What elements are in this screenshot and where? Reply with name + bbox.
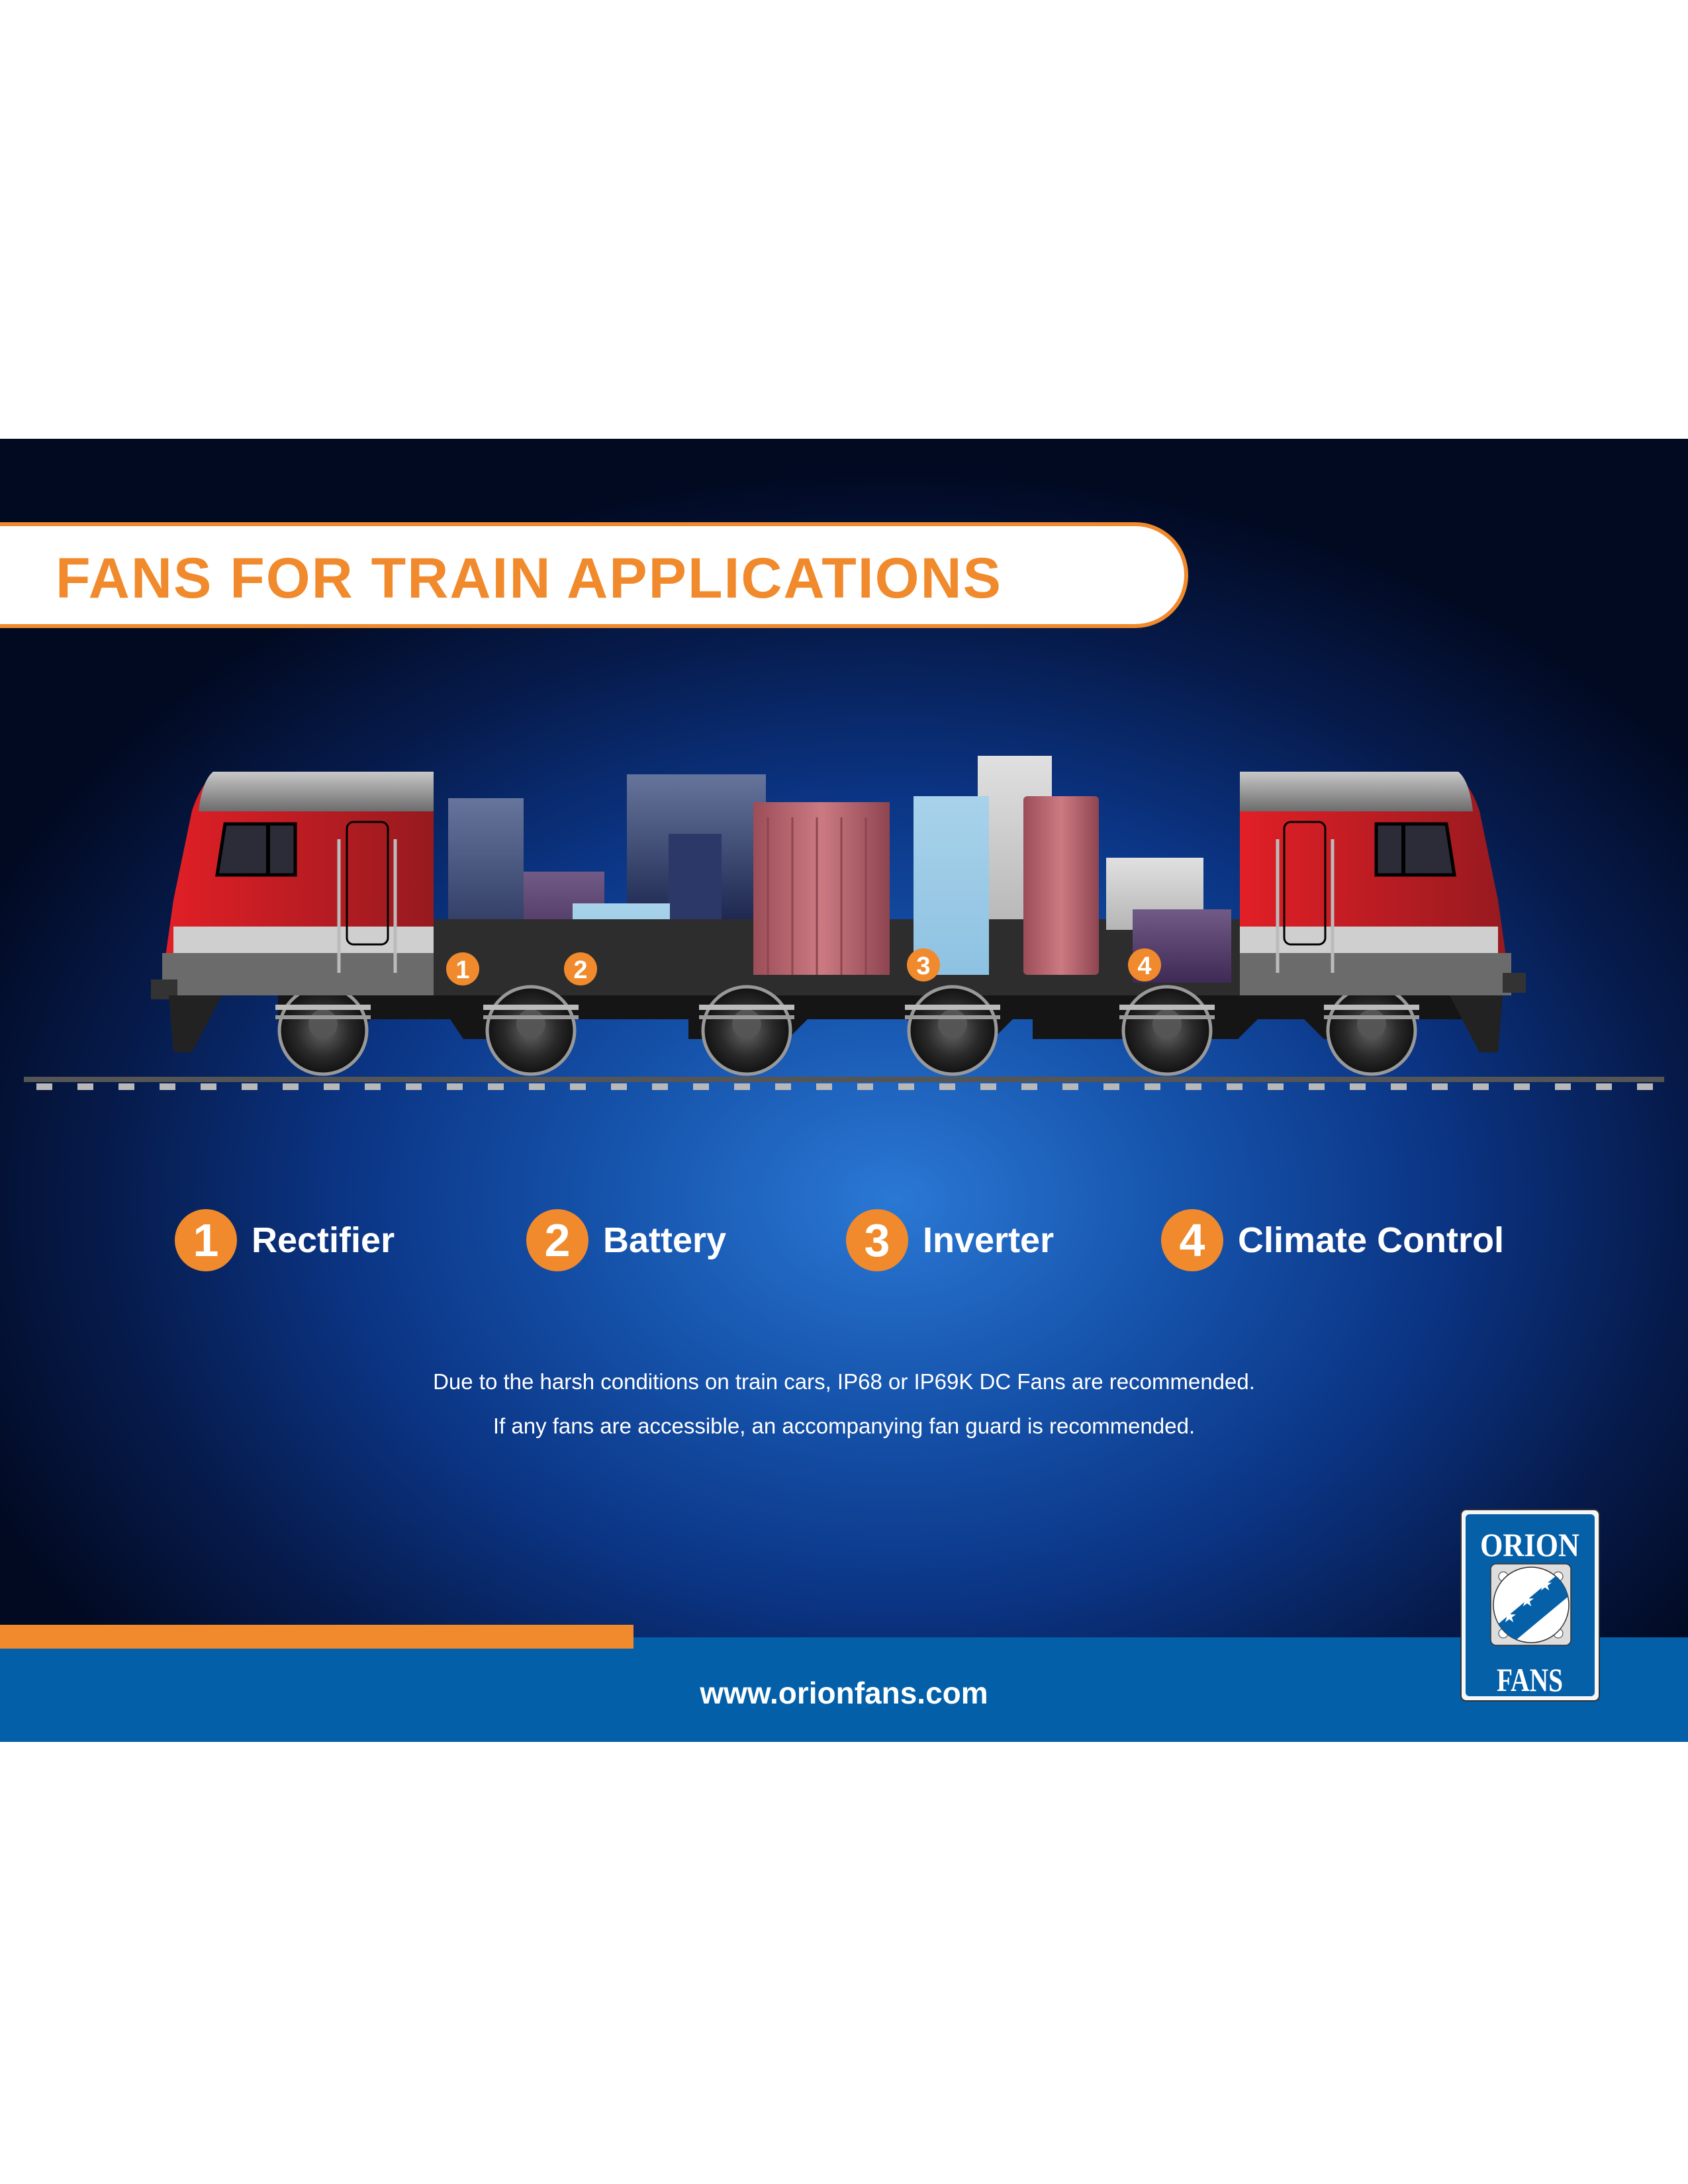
svg-text:4: 4 bbox=[1137, 952, 1151, 980]
train-illustration: 1 2 3 4 bbox=[24, 756, 1664, 1090]
train-badge-1[interactable]: 1 bbox=[446, 952, 479, 985]
title-banner: FANS FOR TRAIN APPLICATIONS bbox=[0, 522, 1188, 628]
hero-panel: FANS FOR TRAIN APPLICATIONS bbox=[0, 439, 1688, 1742]
underframe bbox=[278, 995, 1463, 1039]
wheel bbox=[699, 985, 794, 1076]
train-badge-4[interactable]: 4 bbox=[1128, 948, 1161, 981]
note-ip-rating: Due to the harsh conditions on train car… bbox=[433, 1369, 1255, 1394]
legend-label: Battery bbox=[603, 1220, 727, 1260]
legend-number: 2 bbox=[526, 1209, 588, 1271]
wheel bbox=[483, 985, 579, 1076]
wheel bbox=[275, 985, 371, 1076]
train-badge-2[interactable]: 2 bbox=[564, 952, 597, 985]
note-fan-guard: If any fans are accessible, an accompany… bbox=[492, 1414, 1196, 1438]
footer-band bbox=[0, 1637, 1688, 1742]
svg-text:★: ★ bbox=[1537, 1574, 1552, 1594]
legend-number: 3 bbox=[846, 1209, 908, 1271]
wheel bbox=[1324, 985, 1419, 1076]
svg-text:1: 1 bbox=[455, 956, 469, 984]
legend-item-climate-control: 4 Climate Control bbox=[1161, 1208, 1504, 1272]
legend-item-battery: 2 Battery bbox=[526, 1208, 726, 1272]
wheel bbox=[905, 985, 1000, 1076]
legend-label: Climate Control bbox=[1238, 1220, 1505, 1260]
svg-text:2: 2 bbox=[573, 956, 587, 984]
svg-text:FANS: FANS bbox=[1497, 1661, 1563, 1698]
legend-number: 4 bbox=[1161, 1209, 1223, 1271]
track bbox=[24, 1077, 1664, 1090]
legend-item-rectifier: 1 Rectifier bbox=[175, 1208, 395, 1272]
accent-bar bbox=[0, 1625, 633, 1649]
legend-item-inverter: 3 Inverter bbox=[846, 1208, 1054, 1272]
svg-text:★: ★ bbox=[1519, 1590, 1534, 1610]
train-badge-3[interactable]: 3 bbox=[907, 948, 940, 981]
svg-text:3: 3 bbox=[916, 952, 930, 980]
legend-number: 1 bbox=[175, 1209, 237, 1271]
page-title: FANS FOR TRAIN APPLICATIONS bbox=[56, 547, 1002, 610]
website-link[interactable]: www.orionfans.com bbox=[700, 1676, 988, 1710]
wheel bbox=[1119, 985, 1215, 1076]
equipment-front bbox=[753, 796, 1231, 983]
right-cab bbox=[1240, 772, 1526, 1052]
legend-label: Inverter bbox=[923, 1220, 1055, 1260]
svg-text:ORION: ORION bbox=[1480, 1526, 1579, 1563]
svg-text:★: ★ bbox=[1501, 1606, 1517, 1626]
legend-label: Rectifier bbox=[252, 1220, 395, 1260]
left-cab bbox=[151, 772, 434, 1052]
orion-fans-logo: ORION ★ ★ ★ FANS bbox=[1460, 1509, 1600, 1702]
